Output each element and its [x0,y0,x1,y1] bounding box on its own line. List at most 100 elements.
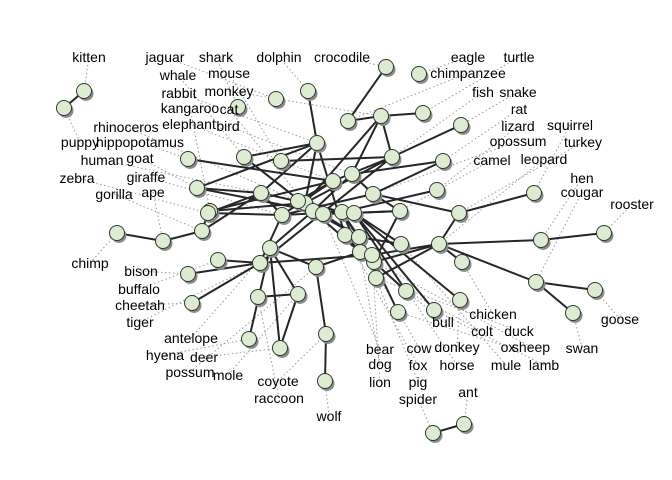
node-label-fox: fox [409,357,428,373]
node-raccoon [250,289,266,305]
leader-cheetah [139,302,193,306]
node-zebra [200,205,216,221]
edge-human-goat [196,187,262,194]
node-label-wolf: wolf [316,408,342,424]
node-rabbit [309,135,325,151]
leader-raccoon [257,296,280,399]
edge-rat-bird [351,160,444,175]
leader-ox [397,311,509,348]
node-label-cheetah: cheetah [115,297,165,313]
node-chimp [109,225,125,241]
leader-chimp [89,232,118,264]
node-eagle [411,66,427,82]
edge-mole-deer [279,293,299,349]
node-label-swan: swan [566,340,599,356]
node-label-monkey: monkey [204,83,253,99]
node-lion [364,247,380,263]
node-label-whale: whale [159,67,197,83]
node-rhinoceros [290,193,306,209]
node-label-hen: hen [570,170,593,186]
node-label-pig: pig [409,374,428,390]
edge-tiger-cheetah [191,262,261,304]
node-mole [290,286,306,302]
node-label-goat: goat [126,150,153,166]
leader-camel [399,159,493,212]
node-label-eagle: eagle [451,49,485,65]
leader-lion [371,254,381,383]
leader-lizard [436,125,519,191]
leader-rabbit [178,92,318,144]
node-bison [180,266,196,282]
node-hen [533,232,549,248]
node-label-lizard: lizard [501,118,534,134]
node-squirrel [526,185,542,201]
node-giraffe [274,207,290,223]
node-label-zebra: zebra [59,170,94,186]
edge-rabbit-whale [243,142,318,158]
node-label-chimpanzee: chimpanzee [430,65,506,81]
node-chicken [454,254,470,270]
node-label-hippopotamus: hippopotamus [96,134,184,150]
node-monkey [373,108,389,124]
node-label-hyena: hyena [146,347,184,363]
edge-horse-donkey [353,212,461,301]
node-kitten [76,83,92,99]
node-hippopotamus [180,151,196,167]
node-label-cat: cat [220,101,239,117]
node-elephant [325,173,341,189]
node-tiger [252,255,268,271]
node-label-bison: bison [124,263,157,279]
node-donkey [452,292,468,308]
node-label-goose: goose [601,311,639,327]
node-camel [392,203,408,219]
node-label-deer: deer [190,349,218,365]
edge-squirrel-turkey [458,192,535,214]
node-shark [230,99,246,115]
leader-bear [322,213,381,350]
leader-turtle [422,56,520,114]
node-deer [272,340,288,356]
node-label-gorilla: gorilla [95,186,133,202]
leader-leopard [438,158,545,245]
node-opossum [365,186,381,202]
edge-bird-bull [312,173,353,212]
node-label-duck: duck [504,323,535,339]
node-possum [308,259,324,275]
node-turkey [451,205,467,221]
node-label-fish: fish [472,84,494,100]
edge-rat-opossum [372,160,444,195]
leader-human [101,159,262,194]
node-spider [425,425,441,441]
node-coyote [318,326,334,342]
node-label-donkey: donkey [434,339,479,355]
node-label-buffalo: buffalo [118,281,160,297]
node-ape [155,233,171,249]
node-label-cougar: cougar [561,184,604,200]
edge-monkey-bird [351,115,382,175]
node-label-ox: ox [501,339,516,355]
leader-zebra [76,177,209,214]
node-label-chimp: chimp [71,255,109,271]
node-crocodile [378,59,394,75]
leader-mole [227,293,299,376]
leader-shark [215,56,239,108]
edge-crocodile-chimpanzee [347,66,387,122]
edge-opossum-turkey [372,193,460,214]
leader-hippopotamus [139,141,189,160]
node-label-bear: bear [366,341,394,357]
node-rooster [596,225,612,241]
node-whale [236,149,252,165]
edge-fish-mouse [280,156,393,162]
node-lamb [426,302,442,318]
node-label-cow: cow [407,340,433,356]
node-label-camel: camel [473,152,510,168]
node-cheetah [184,295,200,311]
node-label-coyote: coyote [257,373,298,389]
leader-kangaroo [189,107,211,212]
edge-cougar-leopard [438,243,537,283]
node-wolf [317,373,333,389]
node-label-snake: snake [499,84,537,100]
node-label-raccoon: raccoon [254,390,304,406]
node-label-rat: rat [511,101,527,117]
